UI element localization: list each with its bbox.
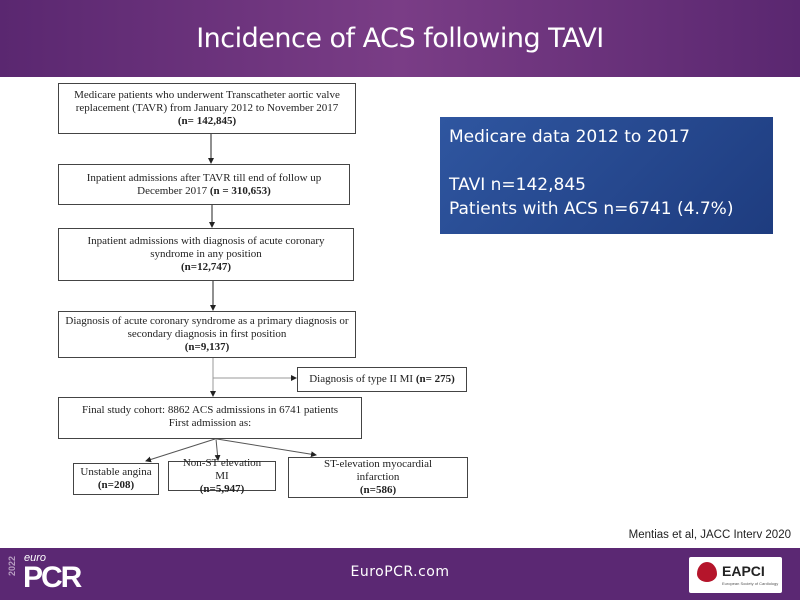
- box-count: (n=5,947): [199, 482, 245, 495]
- summary-line: Patients with ACS n=6741 (4.7%): [449, 199, 734, 219]
- box-text: Non-ST elevation MI: [182, 456, 262, 482]
- flow-box-final-cohort: Final study cohort: 8862 ACS admissions …: [58, 397, 362, 439]
- arrow-nstemi: [214, 438, 221, 461]
- flow-box-stemi: ST-elevation myocardial infarction (n=58…: [288, 457, 468, 498]
- box-text: Diagnosis of type II MI: [309, 373, 414, 385]
- flow-box-inpatient-admissions: Inpatient admissions after TAVR till end…: [58, 164, 350, 205]
- slide-title: Incidence of ACS following TAVI: [196, 23, 604, 54]
- logo-subtitle: European Society of Cardiology: [722, 581, 779, 586]
- flow-box-unstable-angina: Unstable angina (n=208): [73, 463, 159, 495]
- box-text: Inpatient admissions with diagnosis of a…: [87, 235, 325, 260]
- box-count: (n=9,137): [184, 341, 230, 353]
- citation: Mentias et al, JACC Interv 2020: [628, 529, 791, 541]
- box-text: First admission as:: [168, 417, 252, 429]
- summary-line: TAVI n=142,845: [449, 175, 586, 195]
- eapci-logo: EAPCI European Society of Cardiology: [689, 557, 782, 593]
- box-count: (n= 142,845): [177, 115, 237, 127]
- box-count: (n= 275): [415, 373, 455, 385]
- summary-box: Medicare data 2012 to 2017 TAVI n=142,84…: [440, 117, 773, 234]
- box-text: Diagnosis of acute coronary syndrome as …: [65, 315, 349, 340]
- arrow-ua: [145, 438, 216, 463]
- box-text: Unstable angina: [80, 466, 152, 478]
- arrow-stemi: [216, 438, 317, 458]
- box-count: (n=586): [359, 484, 397, 496]
- summary-line: Medicare data 2012 to 2017: [449, 127, 690, 147]
- box-text: ST-elevation myocardial infarction: [323, 458, 433, 483]
- logo-pcr: PCR: [23, 561, 82, 594]
- logo-euro: euro: [24, 552, 47, 564]
- flow-box-acs-any-position: Inpatient admissions with diagnosis of a…: [58, 228, 354, 281]
- box-text: Final study cohort: 8862 ACS admissions …: [81, 404, 339, 416]
- heart-icon: [697, 562, 717, 582]
- box-count: (n=12,747): [181, 261, 231, 273]
- slide-header: Incidence of ACS following TAVI: [0, 0, 800, 77]
- flow-box-acs-primary: Diagnosis of acute coronary syndrome as …: [58, 311, 356, 358]
- logo-name: EAPCI: [722, 563, 765, 579]
- website-link[interactable]: EuroPCR.com: [350, 564, 450, 580]
- slide-footer: 2022 euro PCR EuroPCR.com EAPCI European…: [0, 548, 800, 600]
- box-count: (n=208): [97, 479, 135, 491]
- flow-box-medicare-patients: Medicare patients who underwent Transcat…: [58, 83, 356, 134]
- box-text: Medicare patients who underwent Transcat…: [74, 89, 340, 114]
- flow-box-type-ii-mi: Diagnosis of type II MI (n= 275): [297, 367, 467, 392]
- flow-box-nstemi: Non-ST elevation MI (n=5,947): [168, 457, 276, 495]
- box-text: Inpatient admissions after TAVR till end…: [86, 171, 322, 197]
- box-count: (n = 310,653): [209, 184, 271, 197]
